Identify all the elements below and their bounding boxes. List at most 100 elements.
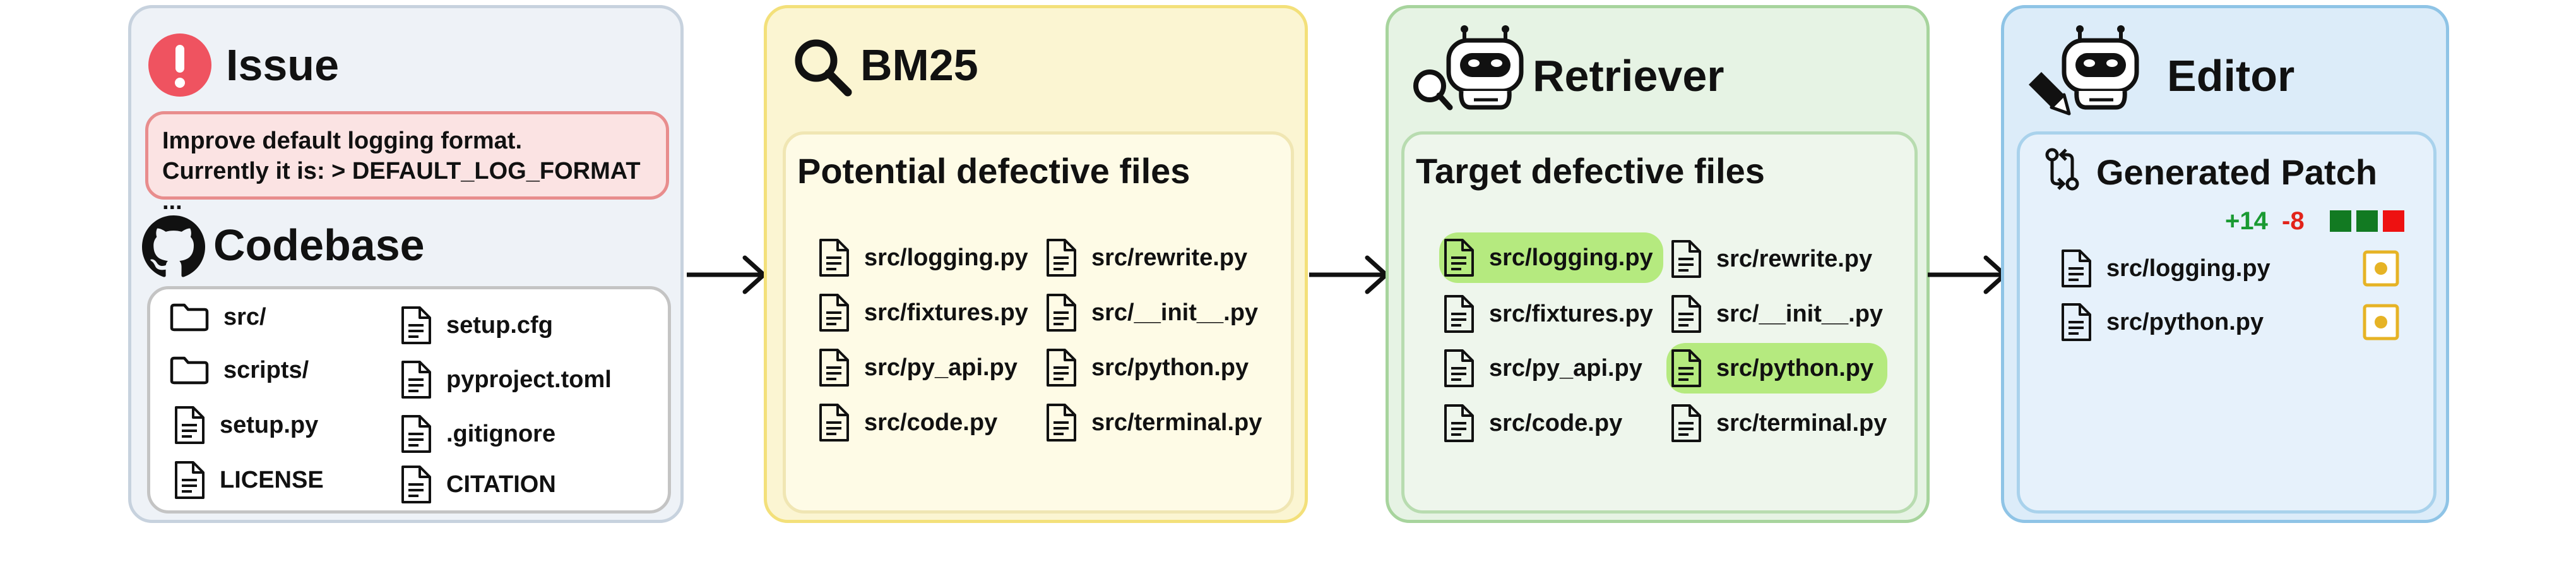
bm25-file-item: src/logging.py [817, 237, 1028, 278]
retriever-file-item: src/rewrite.py [1670, 239, 1872, 279]
highlight-python [1666, 343, 1887, 394]
git-compare-icon [2045, 148, 2079, 191]
diff-deletions: -8 [2282, 207, 2305, 235]
pencil-icon [2029, 72, 2071, 116]
bm25-subtitle: Potential defective files [797, 151, 1190, 191]
codebase-box [147, 286, 671, 514]
flow-arrow-2 [1309, 255, 1389, 294]
codebase-item: setup.py [173, 405, 318, 445]
flow-arrow-3 [1928, 255, 2007, 294]
file-icon [1444, 239, 1474, 277]
codebase-item: .gitignore [400, 414, 555, 454]
bm25-file-label: src/__init__.py [1091, 299, 1259, 326]
codebase-item: CITATION [400, 464, 556, 505]
issue-text-box: Improve default logging format. Currentl… [145, 111, 669, 215]
bm25-file-item: src/fixtures.py [817, 292, 1028, 333]
bm25-files-box: Potential defective files [783, 131, 1294, 514]
codebase-item-label: scripts/ [223, 356, 309, 383]
file-icon [1671, 240, 1701, 278]
file-icon [1671, 404, 1701, 442]
modified-file-icon [2363, 250, 2399, 287]
file-icon [1047, 239, 1076, 277]
folder-icon [170, 356, 209, 385]
bm25-file-label: src/rewrite.py [1091, 244, 1248, 271]
codebase-item-label: pyproject.toml [446, 366, 612, 393]
file-icon [2062, 249, 2091, 287]
issue-text-line-1: Improve default logging format. [162, 128, 523, 154]
editor-panel: Editor Generated Patch +14 -8 src/loggin… [2001, 5, 2449, 523]
exclamation-icon [148, 33, 211, 97]
bm25-file-label: src/python.py [1091, 354, 1249, 381]
file-icon [1671, 349, 1701, 387]
codebase-item-label: .gitignore [446, 420, 556, 447]
file-icon [819, 349, 849, 387]
file-icon [1444, 404, 1474, 442]
retriever-file-label: src/logging.py [1489, 244, 1653, 271]
codebase-title: Codebase [213, 220, 425, 270]
folder-icon [170, 303, 209, 332]
bm25-file-item: src/py_api.py [817, 347, 1018, 388]
codebase-item: pyproject.toml [400, 359, 612, 400]
file-icon [1671, 295, 1701, 333]
highlight-logging [1439, 232, 1663, 283]
file-icon [1047, 349, 1076, 387]
bm25-file-label: src/py_api.py [864, 354, 1018, 381]
patch-file-label: src/logging.py [2106, 255, 2270, 282]
file-icon [401, 361, 431, 399]
editor-title: Editor [2167, 51, 2295, 100]
codebase-item: setup.cfg [400, 305, 553, 346]
retriever-file-label: src/py_api.py [1489, 354, 1642, 382]
codebase-item: src/ [169, 303, 266, 332]
robot-icon [1413, 25, 1524, 111]
bm25-title: BM25 [860, 40, 978, 90]
file-icon [2062, 303, 2091, 341]
file-icon [175, 461, 205, 499]
patch-file-item: src/logging.py [2060, 248, 2270, 289]
patch-file-item: src/python.py [2060, 302, 2264, 342]
file-icon [1444, 349, 1474, 387]
retriever-file-item: src/terminal.py [1670, 403, 1887, 443]
diff-additions: +14 [2225, 207, 2268, 235]
retriever-file-item: src/code.py [1442, 403, 1622, 443]
retriever-file-label: src/python.py [1716, 354, 1874, 382]
retriever-file-label: src/terminal.py [1716, 409, 1887, 436]
file-icon [401, 415, 431, 453]
codebase-item-label: LICENSE [220, 466, 324, 493]
bm25-file-item: src/rewrite.py [1045, 237, 1247, 278]
retriever-file-label: src/__init__.py [1716, 300, 1884, 327]
codebase-item-label: src/ [223, 303, 266, 330]
diff-bar [2330, 210, 2404, 232]
magnifier-icon [795, 39, 852, 97]
editor-subtitle: Generated Patch [2096, 152, 2378, 192]
retriever-title: Retriever [1533, 51, 1724, 100]
retriever-file-item: src/fixtures.py [1442, 294, 1653, 334]
retriever-files-box: Target defective files [1401, 131, 1918, 514]
retriever-panel: Retriever Target defective files src/log… [1386, 5, 1930, 523]
robot-icon [2029, 25, 2139, 116]
bm25-file-label: src/terminal.py [1091, 409, 1262, 436]
diff-block-green [2330, 210, 2351, 232]
file-icon [819, 294, 849, 332]
file-icon [175, 406, 205, 444]
bm25-file-label: src/logging.py [864, 244, 1028, 271]
bm25-file-label: src/fixtures.py [864, 299, 1028, 326]
retriever-file-label: src/fixtures.py [1489, 300, 1653, 327]
issue-text-line-2: Currently it is: > DEFAULT_LOG_FORMAT ..… [162, 158, 641, 215]
bm25-file-item: src/__init__.py [1045, 292, 1258, 333]
codebase-item-label: setup.py [220, 411, 319, 438]
codebase-item: LICENSE [173, 460, 324, 500]
codebase-item-label: setup.cfg [446, 311, 553, 339]
retriever-file-label: src/rewrite.py [1716, 245, 1873, 272]
file-icon [401, 466, 431, 503]
bm25-file-item: src/python.py [1045, 347, 1249, 388]
diff-block-green [2356, 210, 2378, 232]
retriever-file-label: src/code.py [1489, 409, 1623, 436]
diff-block-red [2383, 210, 2404, 232]
codebase-item: scripts/ [169, 356, 309, 385]
modified-file-icon [2363, 304, 2399, 340]
issue-panel: Issue Improve default logging format. Cu… [128, 5, 684, 523]
file-icon [1047, 404, 1076, 442]
bm25-file-item: src/terminal.py [1045, 402, 1262, 443]
file-icon [1047, 294, 1076, 332]
retriever-file-item: src/py_api.py [1442, 348, 1642, 388]
